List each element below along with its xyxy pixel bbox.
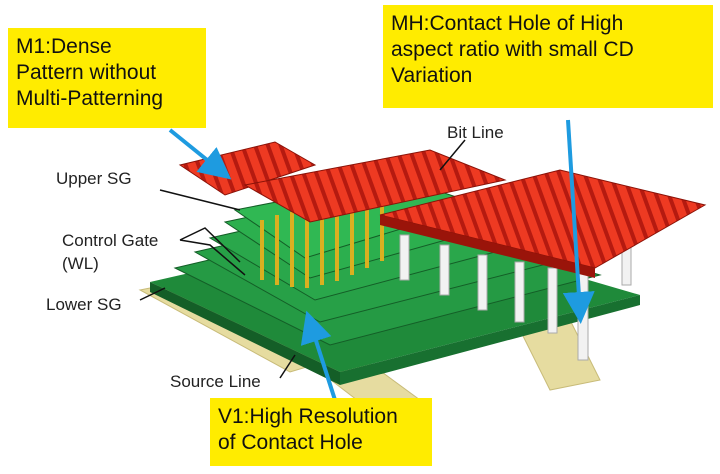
callout-mh-line3: Variation [391,64,473,87]
label-control-gate: Control Gate [62,231,159,250]
callout-mh: MH:Contact Hole of High aspect ratio wit… [383,5,713,108]
callout-m1-line1: M1:Dense [16,35,112,58]
callout-mh-line2: aspect ratio with small CD [391,38,634,61]
leader-lines [139,139,466,379]
channel-pillars [260,196,384,288]
callout-mh-line1: MH:Contact Hole of High [391,12,624,35]
callout-v1: V1:High Resolution of Contact Hole [210,398,432,466]
callout-m1-line2: Pattern without [16,61,157,84]
label-lower-sg: Lower SG [46,295,122,314]
callout-v1-line1: V1:High Resolution [218,405,398,428]
label-bit-line: Bit Line [447,123,504,142]
callout-m1-line3: Multi-Patterning [16,87,164,110]
callout-v1-line2: of Contact Hole [218,431,363,454]
bit-lines [178,141,707,278]
callout-m1: M1:Dense Pattern without Multi-Patternin… [8,28,206,128]
label-source-line: Source Line [170,372,261,391]
label-upper-sg: Upper SG [56,169,132,188]
callout-arrows [168,119,595,401]
label-wl: (WL) [62,254,99,273]
